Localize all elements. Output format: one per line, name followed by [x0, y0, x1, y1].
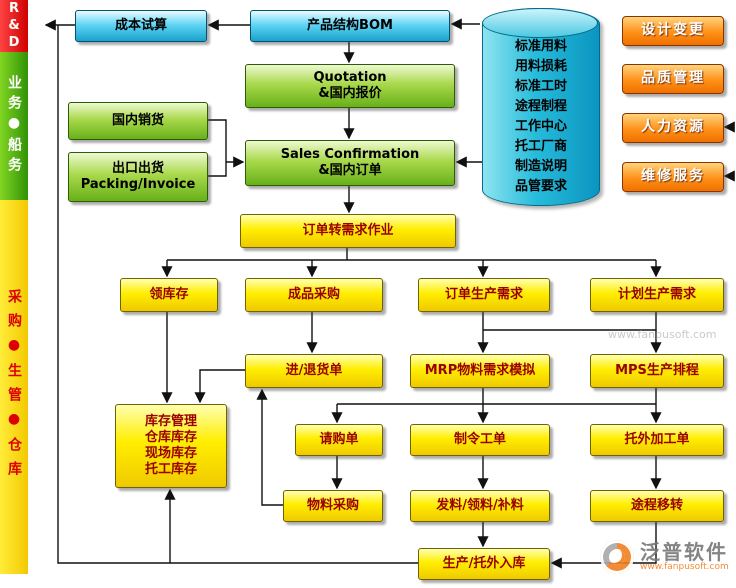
vendor-watermark: 泛普软件 www.fanpusoft.com [600, 540, 729, 574]
node-export-shipping: 出口出货 Packing/Invoice [68, 152, 208, 202]
node-pick-stock: 领库存 [120, 278, 218, 312]
node-finished-goods-purchase: 成品采购 [245, 278, 383, 312]
node-material-issue: 发料/领料/补料 [410, 490, 550, 522]
node-order-to-demand: 订单转需求作业 [240, 214, 456, 248]
cylinder-line: 托工厂商 [514, 139, 567, 154]
cylinder-line: 制造说明 [514, 159, 567, 174]
cylinder-text: 标准用料 用料损耗 标准工时 途程制程 工作中心 托工厂商 制造说明 品管要求 [483, 37, 599, 197]
menu-design-change: 设计变更 [622, 16, 724, 46]
node-sales-confirmation: Sales Confirmation &国内订单 [245, 140, 455, 186]
menu-human-resources: 人力资源 [622, 113, 724, 143]
menu-quality-management: 品质管理 [622, 64, 724, 94]
node-work-order: 制令工单 [410, 424, 550, 456]
watermark-url-faint: www.fanpusoft.com [608, 328, 717, 341]
node-domestic-sales: 国内销货 [68, 102, 208, 140]
node-mrp-simulation: MRP物料需求模拟 [410, 354, 550, 388]
sidebar-band-purchase-production-warehouse: 采购●生管●仓库 [0, 200, 28, 574]
node-route-transfer: 途程移转 [590, 490, 724, 522]
node-cost-estimate: 成本试算 [75, 10, 207, 42]
node-purchase-requisition: 请购单 [295, 424, 383, 456]
node-production-receipt: 生产/托外入库 [418, 548, 550, 580]
vendor-brand-name: 泛普软件 [640, 540, 728, 565]
node-receipt-return: 进/退货单 [245, 354, 383, 388]
master-data-cylinder: 标准用料 用料损耗 标准工时 途程制程 工作中心 托工厂商 制造说明 品管要求 [482, 8, 600, 206]
cylinder-line: 标准工时 [514, 79, 567, 94]
node-planned-production-demand: 计划生产需求 [590, 278, 724, 312]
sidebar-band-rd: R&D [0, 0, 28, 52]
node-material-purchase: 物料采购 [283, 490, 383, 522]
cylinder-line: 标准用料 [514, 39, 567, 54]
cylinder-line: 品管要求 [514, 179, 567, 194]
cylinder-line: 用料损耗 [514, 59, 567, 74]
node-inventory-management: 库存管理 仓库库存 现场库存 托工库存 [115, 404, 227, 488]
vendor-logo-icon [600, 540, 634, 574]
vendor-url: www.fanpusoft.com [640, 562, 729, 573]
cylinder-line: 途程制程 [514, 99, 567, 114]
node-outsourcing-order: 托外加工单 [590, 424, 724, 456]
node-mps-scheduling: MPS生产排程 [590, 354, 724, 388]
node-order-production-demand: 订单生产需求 [418, 278, 550, 312]
node-quotation: Quotation &国内报价 [245, 64, 455, 108]
sidebar-band-business-shipping: 业务●船务 [0, 52, 28, 200]
node-product-bom: 产品结构BOM [250, 10, 450, 42]
menu-maintenance-service: 维修服务 [622, 162, 724, 192]
cylinder-line: 工作中心 [514, 119, 567, 134]
